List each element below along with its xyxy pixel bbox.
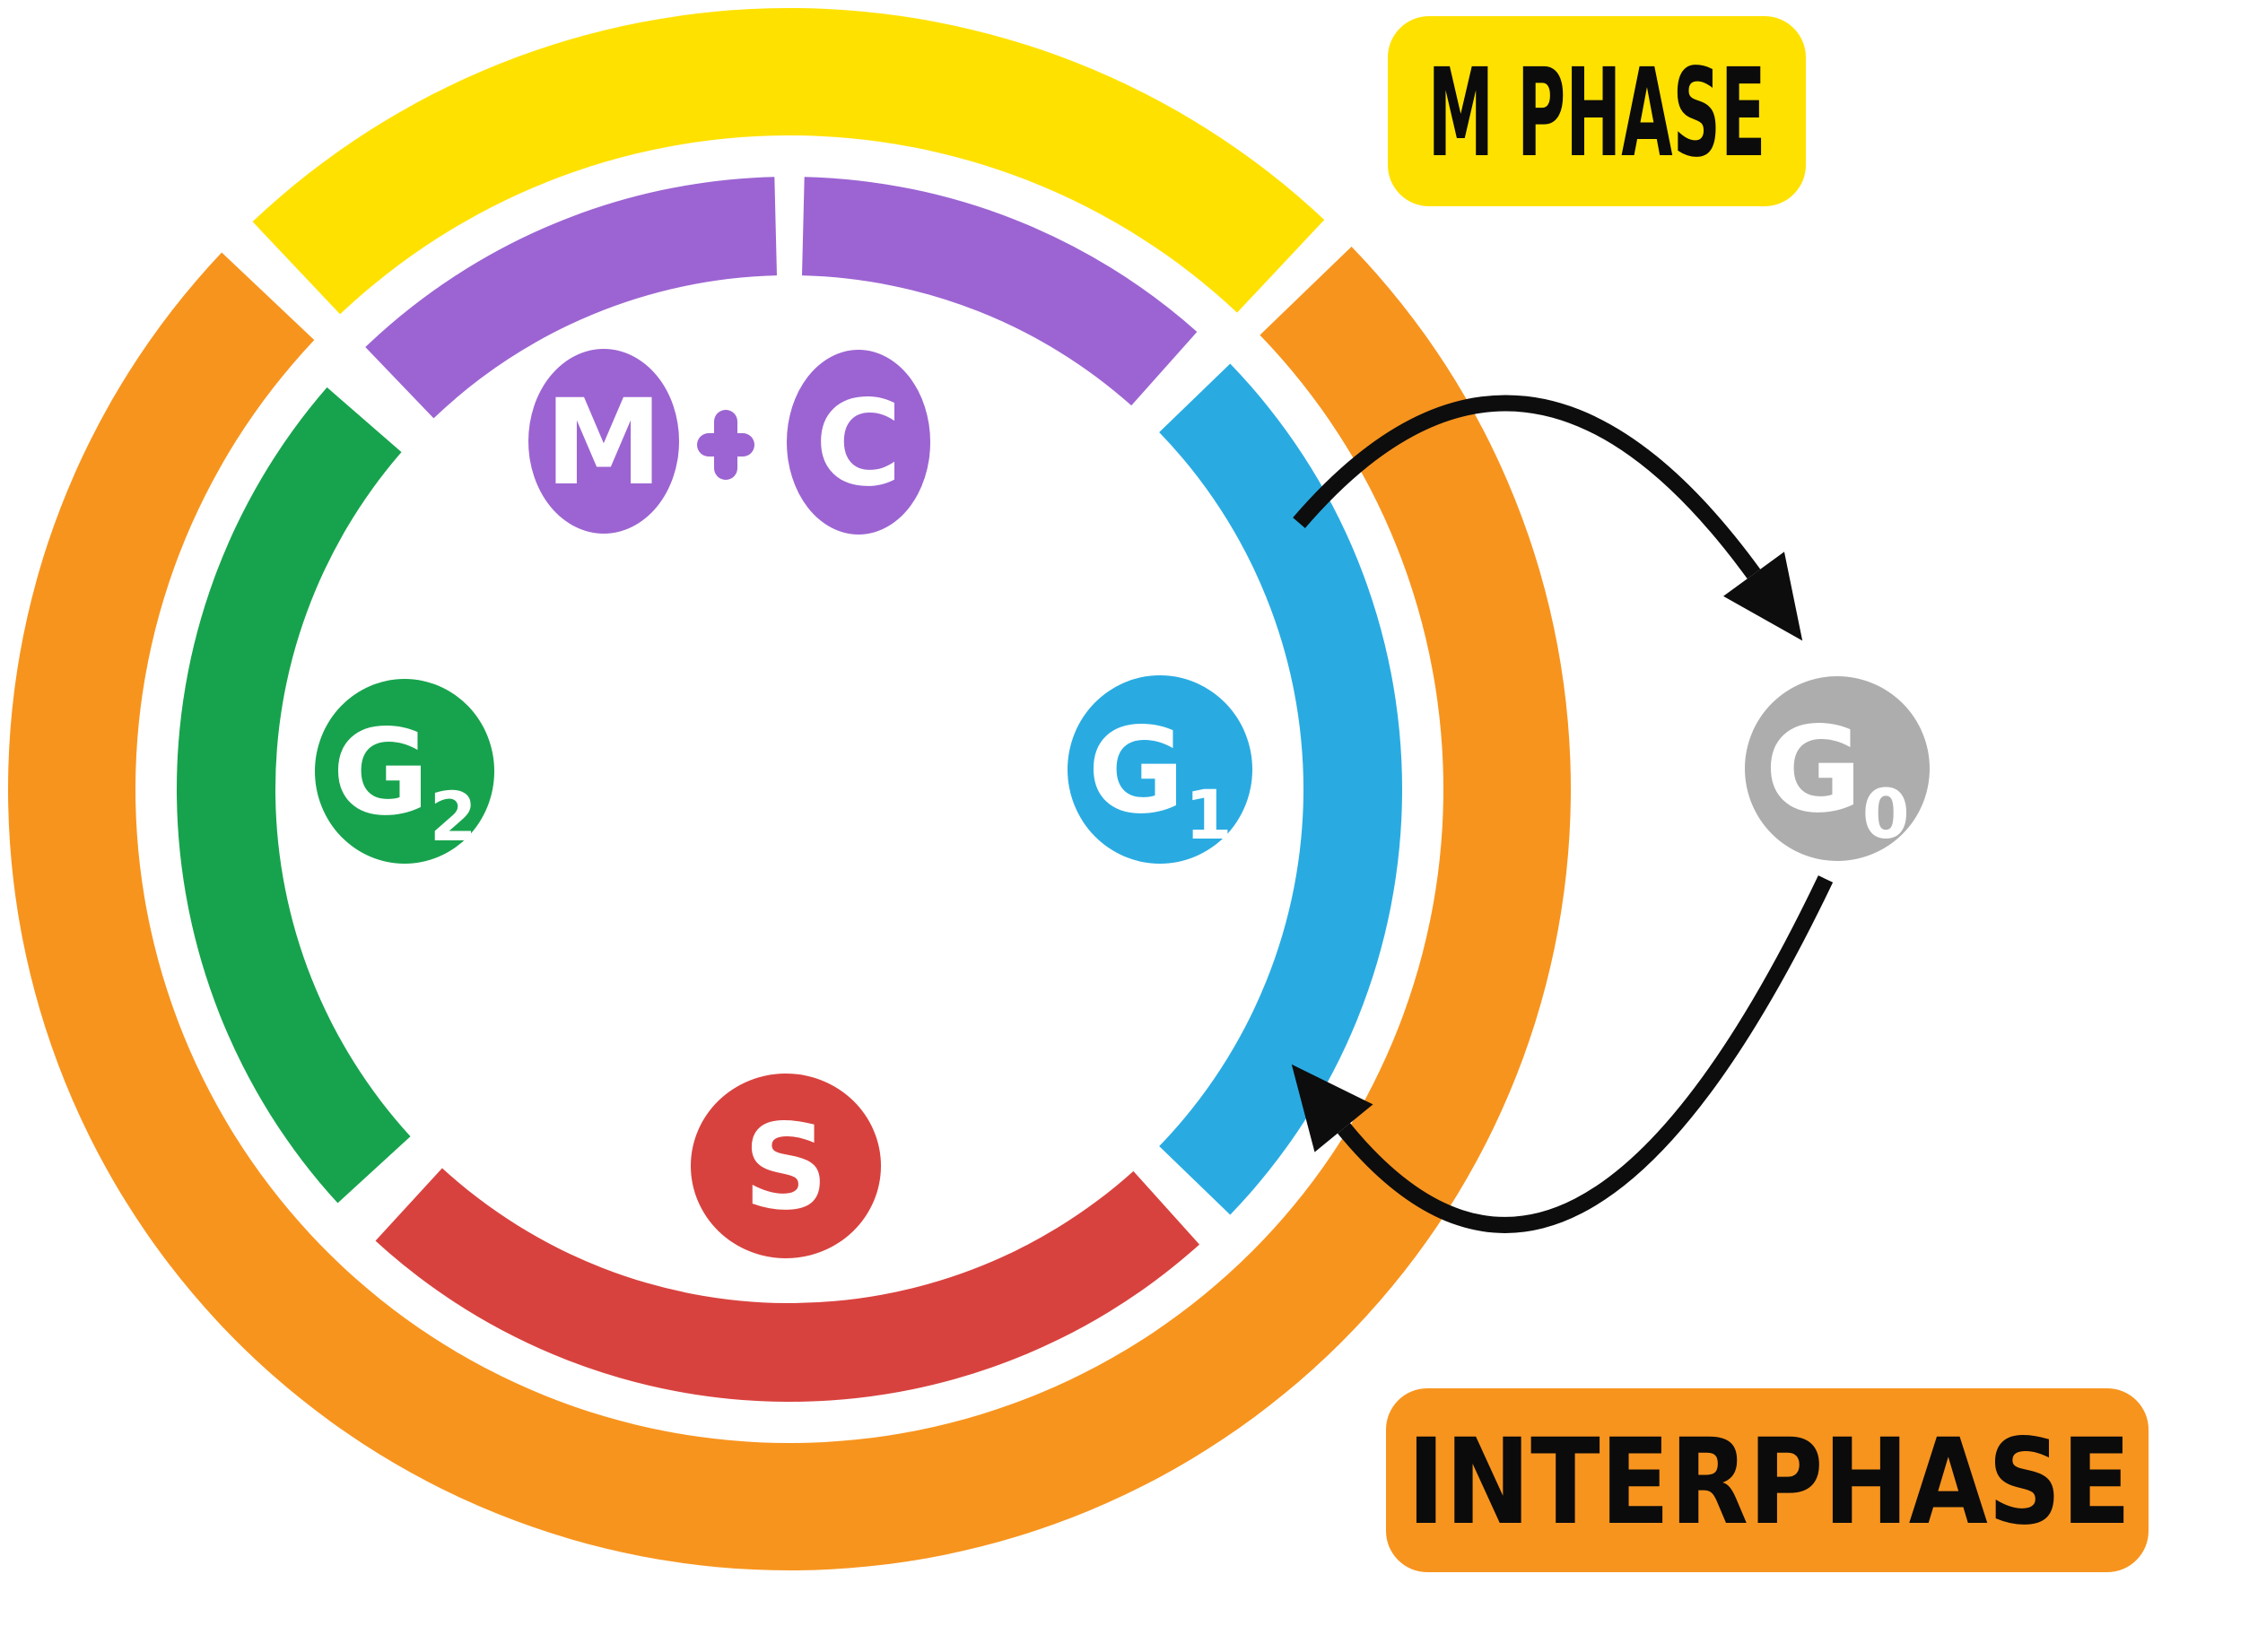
arrowhead-exit-to-g0 [1723, 552, 1803, 641]
node-g1-label: G1 [1087, 702, 1232, 855]
node-g2-circle [315, 679, 494, 864]
m-phase-badge: M PHASE [1388, 16, 1806, 206]
mitosis-arc-left [365, 177, 778, 419]
arrow-exit-to-g0 [1293, 395, 1761, 579]
interphase-badge-box [1386, 1388, 2149, 1572]
node-c-circle [787, 350, 930, 535]
g0-arrows [1291, 395, 1834, 1233]
node-g0-label: G0 [1765, 701, 1909, 854]
m-phase-arc [252, 8, 1325, 315]
m-phase-badge-label: M PHASE [1428, 43, 1766, 185]
node-s-label: S [743, 1099, 828, 1237]
node-m-label: M [545, 374, 662, 512]
arrow-return-from-g0 [1338, 875, 1834, 1233]
node-g1-circle [1068, 675, 1252, 864]
interphase-arc [7, 246, 1572, 1570]
node-g2-label: G2 [332, 704, 476, 856]
cycle-rings [7, 8, 1572, 1570]
node-m-circle [528, 349, 679, 534]
mitosis-arc-right [801, 177, 1198, 406]
node-c-label: C [815, 375, 902, 513]
m-phase-badge-box [1388, 16, 1806, 206]
interphase-badge: INTERPHASE [1386, 1388, 2149, 1572]
node-s-circle [691, 1074, 881, 1258]
node-g0-circle [1745, 676, 1930, 861]
plus-icon [697, 410, 754, 480]
interphase-badge-label: INTERPHASE [1408, 1413, 2131, 1552]
arrowhead-return-from-g0 [1291, 1064, 1373, 1152]
g1-arc [1159, 363, 1402, 1215]
s-arc [375, 1168, 1200, 1403]
g2-arc [176, 387, 411, 1204]
phase-nodes: M C G2 G1S G0 [315, 349, 1930, 1258]
